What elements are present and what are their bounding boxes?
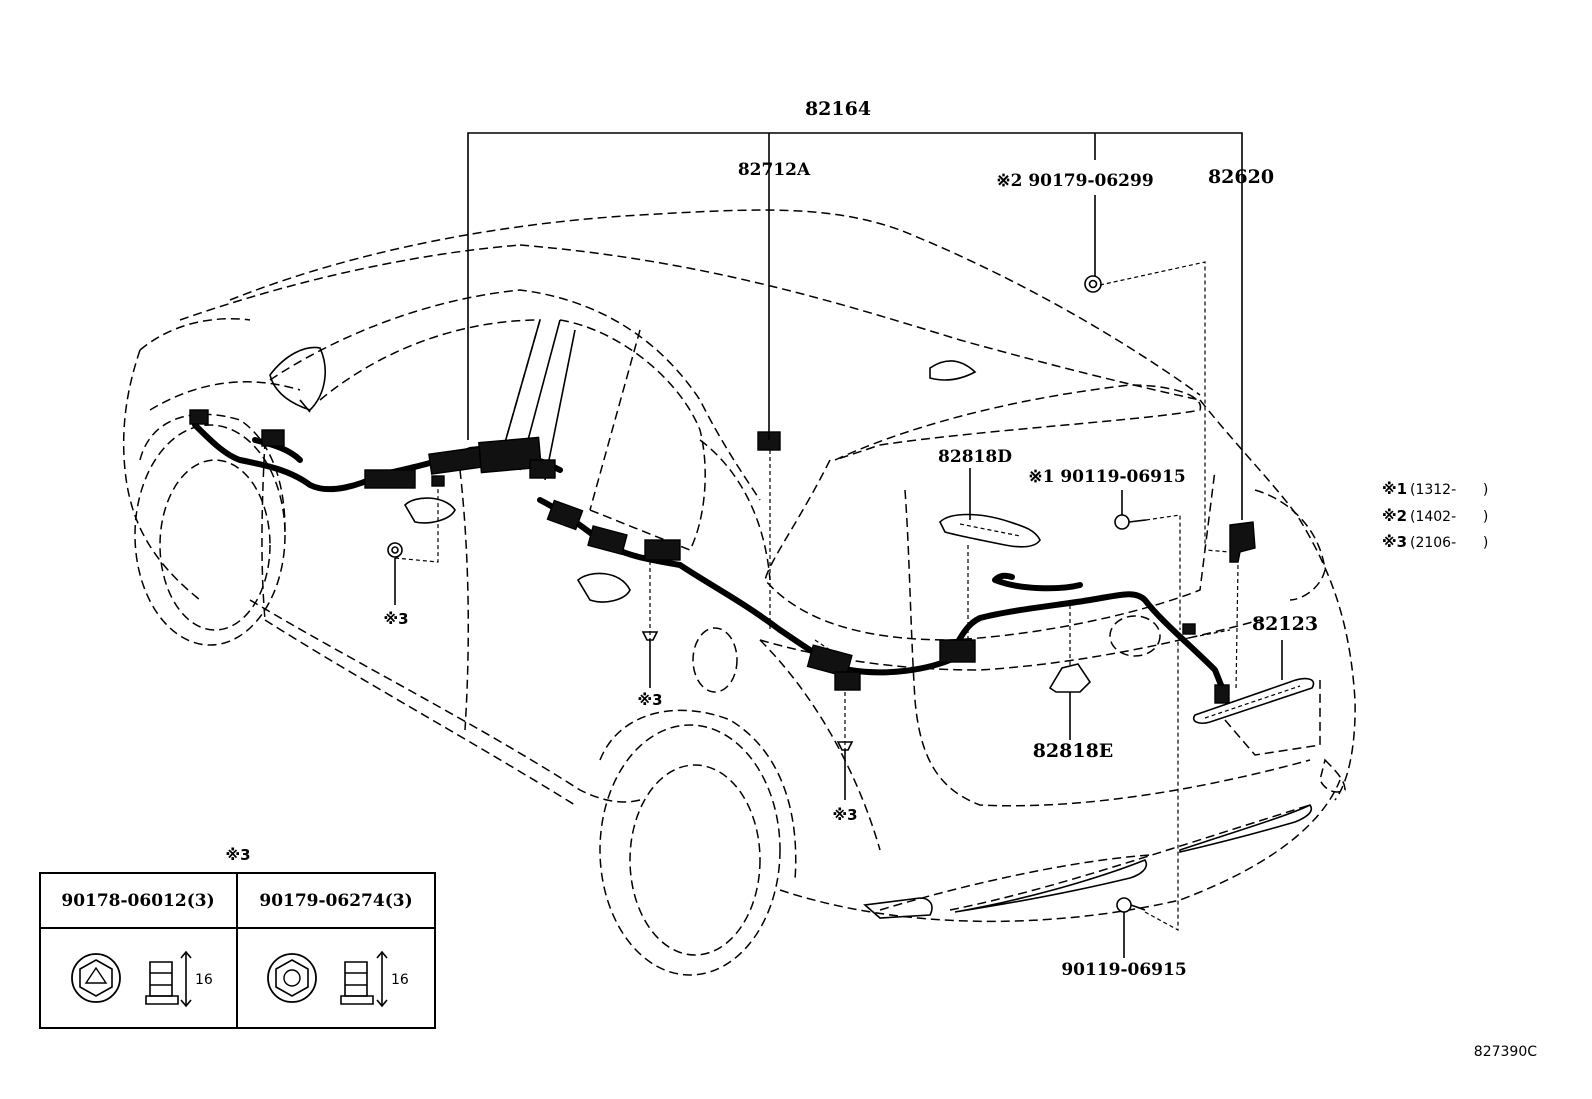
nut-side-view-icon: [145, 950, 192, 1008]
nut-icon: [641, 631, 659, 641]
note-mark-3: ※3: [1382, 533, 1407, 551]
label-82164: 82164: [805, 98, 871, 120]
nut-icon: [836, 741, 854, 751]
label-82123: 82123: [1252, 613, 1318, 635]
table-size-2: 16: [391, 972, 409, 988]
note-range-3: (2106- ): [1410, 535, 1488, 551]
notes: ※1 (1312- ) ※2 (1402- ) ※3 (2106- ): [1382, 480, 1488, 551]
locator-lines: [394, 261, 1239, 932]
note-range-1: (1312- ): [1410, 482, 1488, 498]
protector-82818D-icon: [939, 513, 1041, 548]
bolt-icon: [1114, 514, 1147, 530]
car-outline: [122, 209, 1356, 976]
table-title: ※3: [225, 846, 250, 864]
part-labels: 82164 82712A 82620 ※2 90179-06299 82818D…: [383, 98, 1318, 980]
bracket-82818E-icon: [1048, 663, 1092, 693]
label-clip-90179-06299: ※2 90179-06299: [996, 171, 1153, 191]
flange-nut-icon: [71, 953, 121, 1003]
flange-nut-icon: [267, 953, 317, 1003]
ref-mark-left: ※3: [383, 610, 408, 628]
label-bolt-bottom: 90119-06915: [1061, 960, 1186, 980]
parts: [387, 275, 1315, 913]
label-82818D: 82818D: [938, 447, 1012, 467]
note-range-2: (1402- ): [1410, 509, 1488, 525]
leader-lines: [394, 132, 1283, 958]
table-col-1-part: 90178-06012(3): [61, 891, 214, 911]
label-82818E: 82818E: [1033, 740, 1114, 762]
table-col-1-part: 90179-06274(3): [259, 891, 412, 911]
label-82620: 82620: [1208, 166, 1274, 188]
ref-mark-mid: ※3: [637, 691, 662, 709]
diagram-code: 827390C: [1474, 1044, 1537, 1060]
table-size-1: 16: [195, 972, 213, 988]
note-mark-1: ※1: [1382, 480, 1407, 498]
ref-mark-low: ※3: [832, 806, 857, 824]
plate-82123-icon: [1192, 677, 1315, 724]
note-mark-2: ※2: [1382, 507, 1407, 525]
wire-harness: [189, 409, 1230, 704]
fastener-table: ※3 90178-06012(3) 90179-06274(3) 16: [39, 846, 436, 1029]
nut-side-view-icon: [340, 950, 388, 1008]
label-82712A: 82712A: [738, 160, 811, 180]
connector-82620-icon: [1229, 521, 1256, 563]
label-bolt-90119-06915: ※1 90119-06915: [1028, 467, 1185, 487]
